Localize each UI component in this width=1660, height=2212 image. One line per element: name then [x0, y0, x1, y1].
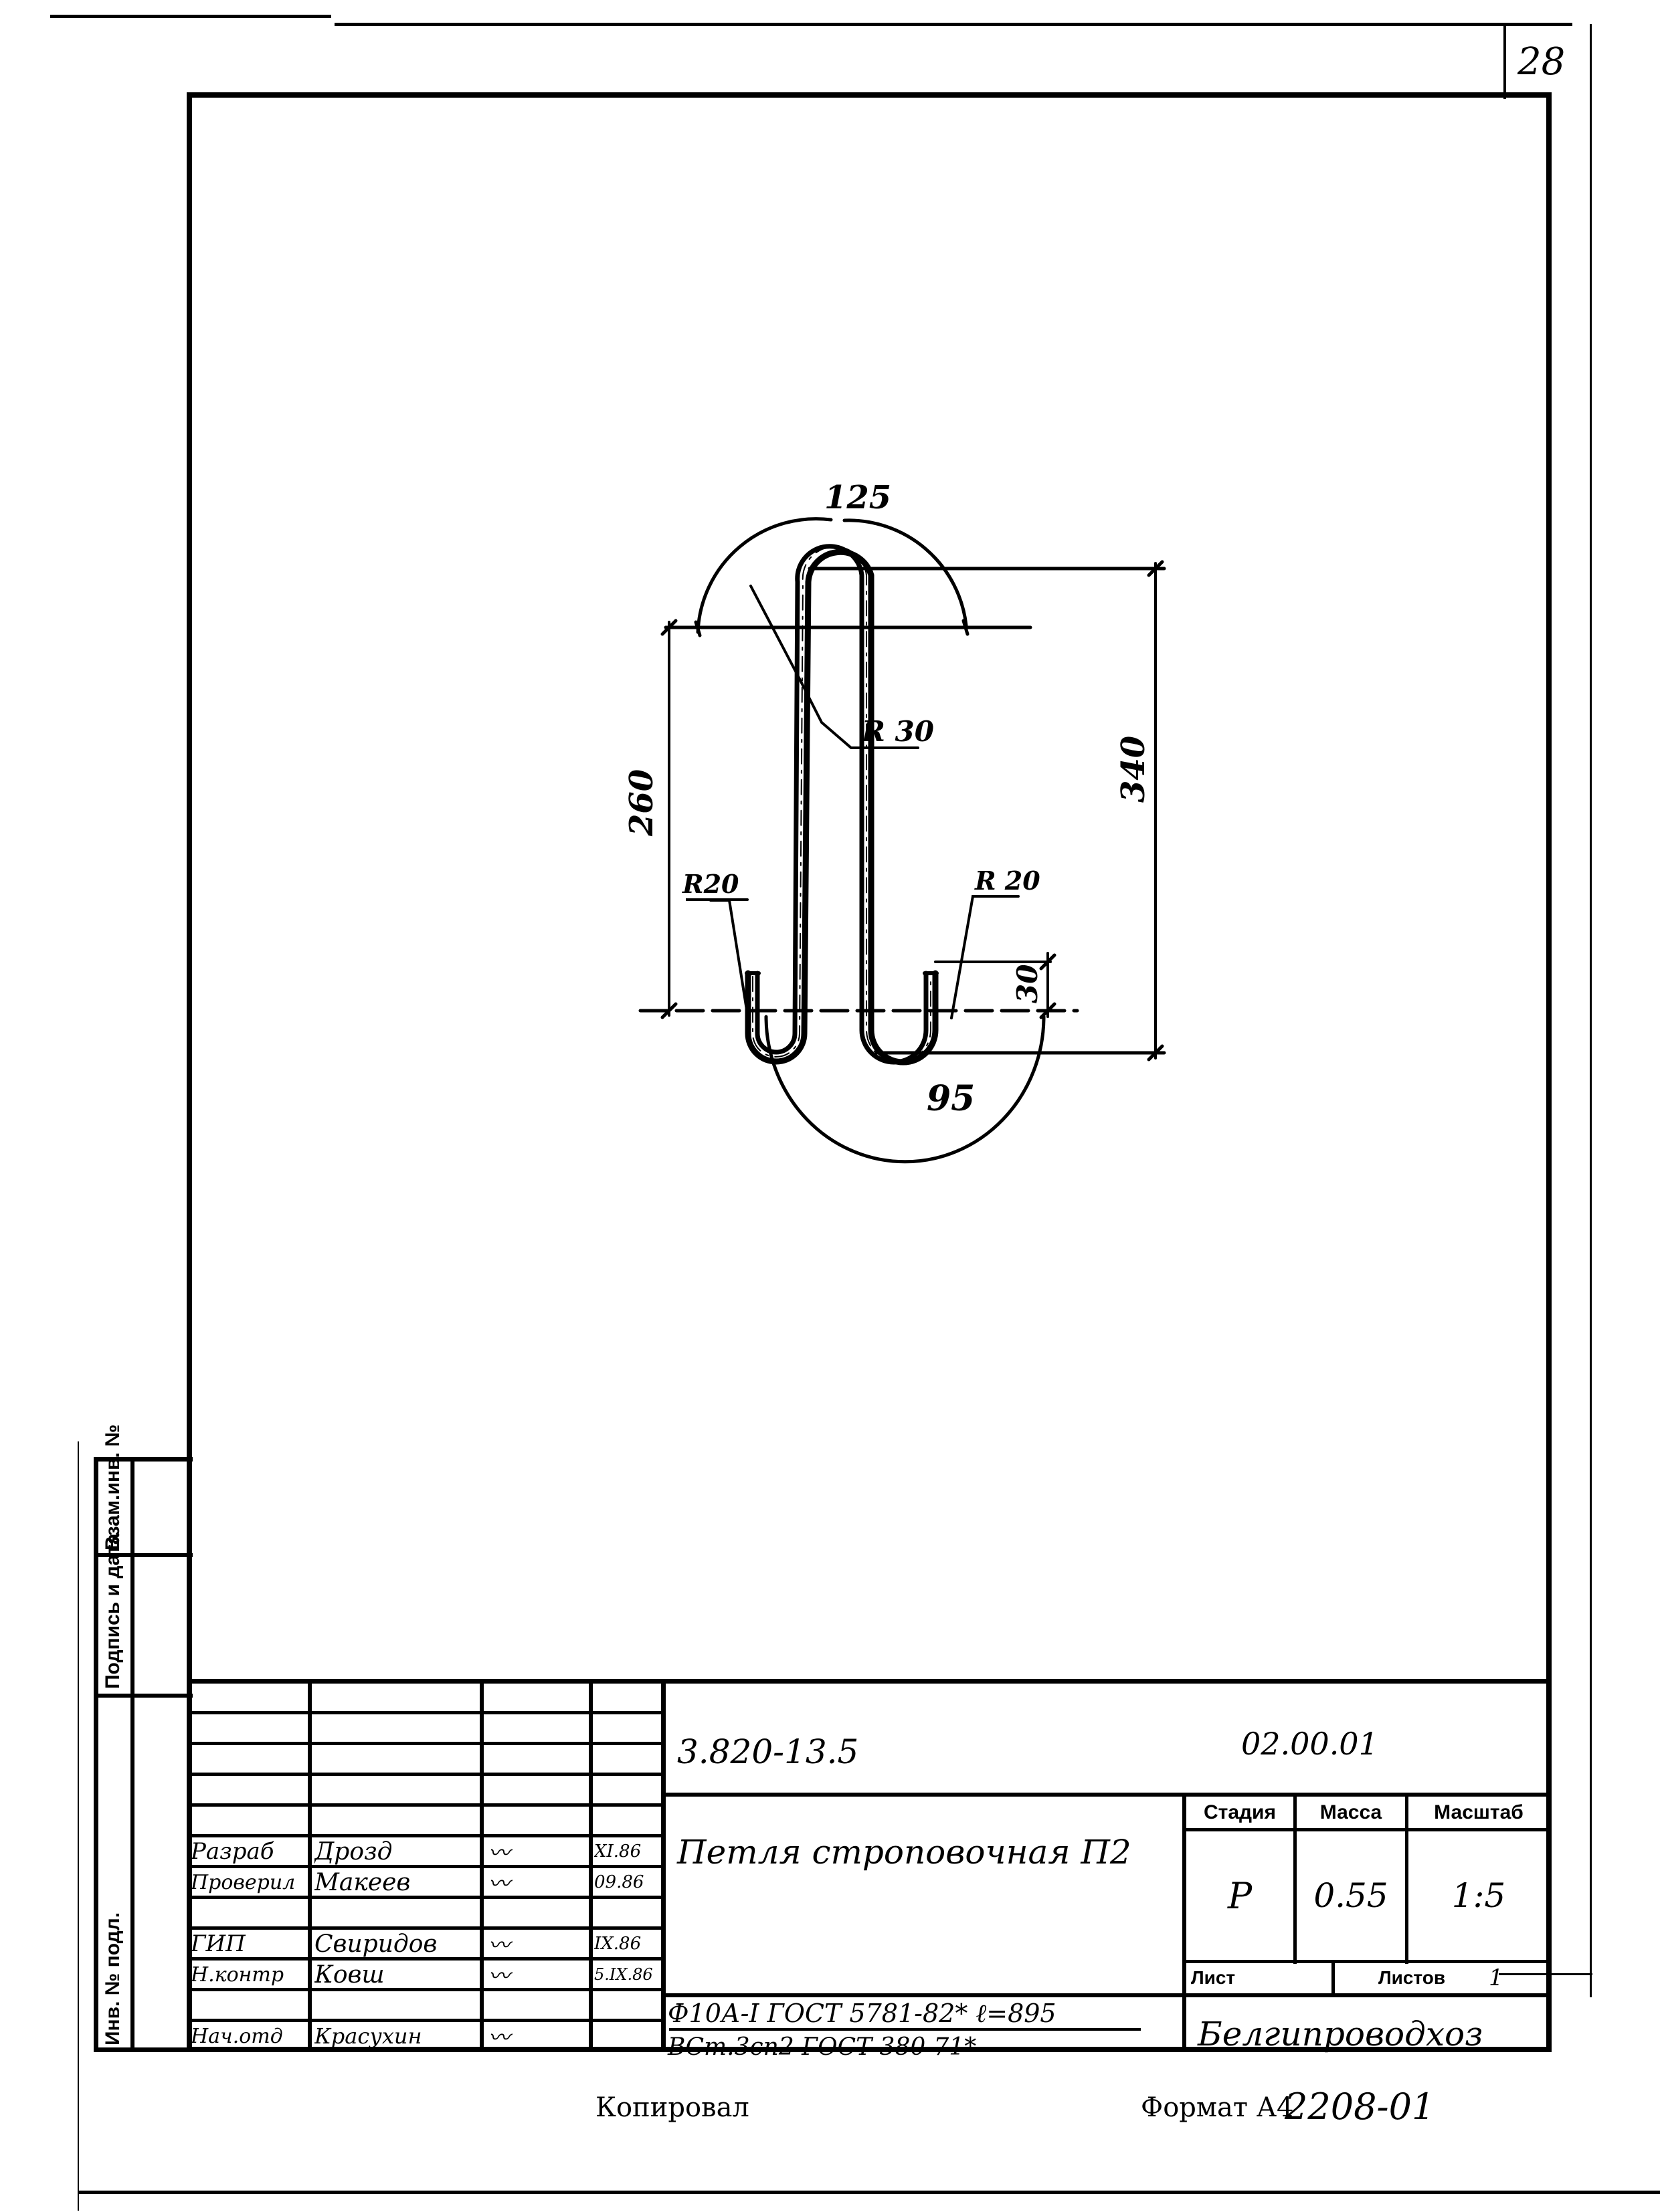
sig-date: 5.IX.86 — [594, 1965, 653, 1984]
inventory-strip-divider — [130, 1457, 134, 2052]
stage-value: Р — [1227, 1874, 1253, 1917]
sig-row-line — [187, 1834, 663, 1837]
sig-name: Ковш — [314, 1960, 385, 1989]
material-line-1: Ф10А-I ГОСТ 5781-82* ℓ=895 — [668, 1999, 1056, 2028]
sig-row-line — [187, 1896, 663, 1899]
info-col-line — [1182, 1794, 1186, 2052]
inventory-strip-row-line — [94, 1553, 193, 1557]
outer-bottom-line — [79, 2191, 1660, 2194]
dim-r30: R 30 — [861, 715, 934, 748]
mass-value: 0.55 — [1313, 1876, 1388, 1915]
sig-name: Свиридов — [314, 1930, 438, 1958]
loop-outer-contour — [745, 548, 939, 1066]
page-number: 28 — [1517, 40, 1566, 84]
sig-role: Разраб — [191, 1838, 274, 1865]
sheet-code: 02.00.01 — [1241, 1726, 1378, 1762]
part-title: Петля строповочная П2 — [677, 1833, 1131, 1872]
sig-row-line — [187, 1711, 663, 1714]
sig-row-line — [187, 1803, 663, 1807]
document-code: 3.820-13.5 — [677, 1732, 859, 1771]
sig-row-line — [187, 1742, 663, 1745]
sig-signature: 〰 — [488, 1871, 511, 1896]
mass-header: Масса — [1319, 1801, 1382, 1823]
mass-scale-divider — [1405, 1794, 1408, 1964]
sig-name: Красухин — [314, 2023, 422, 2049]
sig-role: Нач.отд — [191, 2024, 283, 2048]
dim-95: 95 — [927, 1078, 975, 1119]
sig-date: IX.86 — [594, 1934, 642, 1954]
inventory-strip — [94, 1457, 193, 2052]
header-row-bottom — [1184, 1828, 1552, 1831]
arc-dimension-125 — [696, 517, 833, 634]
sig-row-line — [187, 1957, 663, 1960]
sig-row-line — [187, 1773, 663, 1776]
outer-top-line — [335, 23, 1572, 26]
sheets-header: Листов — [1378, 1967, 1446, 1988]
outer-top-line — [50, 15, 331, 18]
scale-value: 1:5 — [1451, 1876, 1506, 1915]
inventory-strip-row-line — [94, 1694, 193, 1698]
drawing-frame — [187, 92, 1552, 2052]
loop-axis — [752, 546, 931, 1063]
sig-date: XI.86 — [594, 1841, 642, 1862]
sig-row-line — [187, 1988, 663, 1991]
code-row-bottom — [663, 1793, 1552, 1797]
sig-row-line — [187, 1865, 663, 1868]
outer-right-line — [1590, 24, 1592, 1997]
outer-left-line — [78, 1441, 79, 2211]
main-col-line — [661, 1680, 666, 2052]
stage-mass-divider — [1293, 1794, 1297, 1964]
sig-role: Проверил — [191, 1870, 296, 1894]
sig-signature: 〰 — [488, 1840, 511, 1866]
values-row-bottom — [1184, 1960, 1552, 1963]
loop-inner-contour — [755, 544, 929, 1065]
sig-role: ГИП — [191, 1930, 246, 1957]
sig-signature: 〰 — [488, 1963, 511, 1989]
outer-bottom-right — [1499, 1973, 1592, 1975]
dim-r20-right: R 20 — [974, 866, 1040, 896]
sheets-row-bottom — [663, 1993, 1552, 1997]
archive-number: 2208-01 — [1285, 2086, 1435, 2128]
sheet-header: Лист — [1191, 1967, 1236, 1988]
dim-125: 125 — [824, 479, 891, 516]
format-label: Формат А4 — [1141, 2092, 1294, 2123]
material-divider — [669, 2028, 1141, 2031]
material-line-2: ВСт.3сп2 ГОСТ 380-71* — [668, 2033, 977, 2061]
leader-r30 — [749, 585, 919, 749]
dim-340: 340 — [1115, 736, 1152, 803]
sig-signature: 〰 — [488, 1932, 511, 1958]
sig-name: Макеев — [314, 1868, 411, 1896]
leader-r20-right — [950, 895, 1020, 1019]
organization-name: Белгипроводхоз — [1198, 2015, 1483, 2053]
dim-r20-left: R20 — [682, 869, 739, 899]
copied-label: Копировал — [595, 2092, 749, 2123]
sig-row-line — [187, 1926, 663, 1930]
page-box-left — [1503, 24, 1506, 99]
title-block — [187, 1679, 1552, 2052]
scale-header: Масштаб — [1434, 1801, 1524, 1823]
sig-date: 09.86 — [594, 1872, 644, 1892]
stage-header: Стадия — [1203, 1801, 1277, 1823]
dim-30: 30 — [1011, 965, 1044, 1003]
sheets-value: 1 — [1489, 1965, 1503, 1991]
dim-260: 260 — [623, 769, 660, 837]
arc-dimension-95 — [764, 1015, 1046, 1164]
sig-role: Н.контр — [191, 1963, 284, 1987]
sig-row-line — [187, 2019, 663, 2022]
sheets-divider — [1331, 1961, 1335, 1995]
sig-name: Дрозд — [314, 1837, 393, 1866]
sig-signature: 〰 — [488, 2025, 511, 2050]
